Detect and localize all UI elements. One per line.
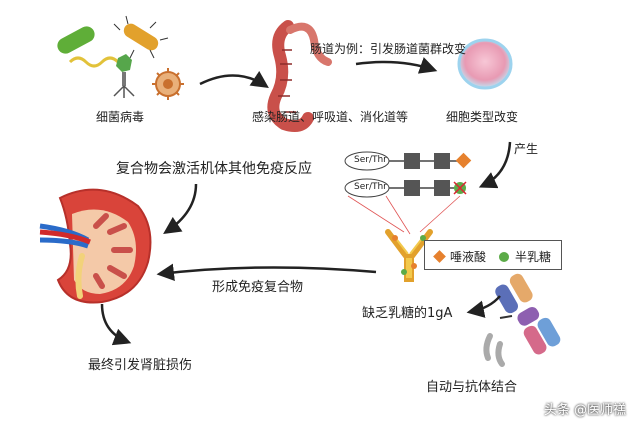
watermark: 头条 @医师禚 [543,403,626,418]
label-complex-activates: 复合物会激活机体其他免疫反应 [116,161,312,177]
intestine-illustration [267,20,332,132]
label-final-kidney-damage: 最终引发肾脏损伤 [88,358,193,373]
legend-galactose: 半乳糖 [499,248,551,265]
enzyme-row-2 [344,178,467,198]
galactose-swatch-icon [499,251,509,262]
legend-sialic-acid-label: 唾液酸 [450,250,487,264]
label-gut-example: 肠道为例：引发肠道菌群改变 [310,42,467,56]
arrow-reaction-to-kidney [163,183,198,234]
bacteria-virus-illustration [57,15,184,100]
connection-lines [347,195,461,235]
green-bacterium-icon [57,26,95,54]
arrow-kidney-to-damage [100,303,132,346]
sialic-acid-icon [455,152,472,169]
label-form-immune-complex: 形成免疫复合物 [212,280,304,295]
legend-sialic-acid: 唾液酸 [433,248,487,265]
legend: 唾液酸 半乳糖 [424,240,562,270]
spirochete-icon [68,56,120,68]
enzyme-row-1 [344,151,472,171]
enzyme-1-label: Ser/Thr [354,155,387,165]
label-produce: 产生 [514,142,539,156]
arrow-intestine-to-cell [355,57,438,74]
cell-illustration [457,38,513,90]
enzyme-2-label: Ser/Thr [354,182,387,192]
kidney-illustration [39,188,152,304]
label-cell-type-change: 细胞类型改变 [446,110,519,124]
arrow-bacteria-to-intestine [199,70,269,88]
legend-galactose-label: 半乳糖 [515,250,552,264]
iga-antibody-illustration [385,229,433,282]
arrow-cell-to-enzymes [478,141,512,189]
virus-icon [152,68,184,100]
sialic-acid-swatch-icon [433,250,446,263]
arrow-iga-to-kidney [156,263,377,282]
label-auto-antibody-binding: 自动与抗体结合 [426,380,518,395]
label-bacteria-virus: 细菌病毒 [96,110,145,124]
label-infection-sites: 感染肠道、呼吸道、消化道等 [252,110,409,124]
label-lacking-galactose-iga: 缺乏乳糖的1gA [362,306,453,321]
cross-mark-icon [453,181,467,195]
arrow-binding-to-iga [466,295,501,318]
yellow-bacterium-icon [123,23,159,51]
flow-arrows [100,57,512,346]
phage-icon [113,54,135,98]
autoantibody-illustration [483,273,561,367]
